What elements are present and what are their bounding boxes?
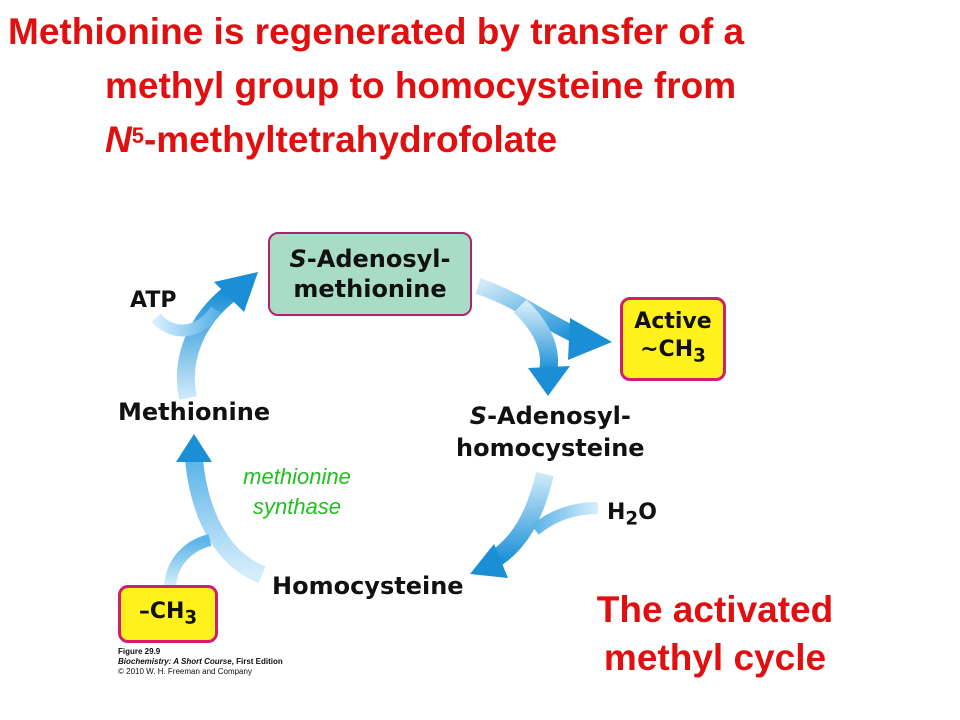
caption-edition: , First Edition [231,657,283,666]
caption-book-line: Biochemistry: A Short Course, First Edit… [118,657,283,667]
h2o-o: O [638,500,657,525]
methionine-label: Methionine [118,398,271,426]
active-ch-text: ~CH [640,336,694,362]
arrow-sam-to-sah [513,299,570,396]
ch3-box: –CH3 [118,585,218,643]
ch3-sub: 3 [184,607,198,629]
cycle-title: The activated methyl cycle [560,586,870,682]
title-n-italic: N [105,119,132,160]
arrow-atp-feed [151,306,221,337]
sam-line-1-rest: -Adenosyl- [306,245,451,273]
arrow-homocysteine-to-methionine [176,434,266,584]
h2o-label: H2O [607,500,657,529]
ch3-prefix: –CH [138,599,185,625]
sah-label: S-Adenosyl- homocysteine [456,400,645,464]
title-superscript: 5 [131,123,144,148]
active-sub: 3 [693,345,706,367]
cycle-title-line-1: The activated [596,589,834,630]
ch3-text: –CH3 [139,599,197,628]
arrow-h2o-feed [531,502,599,535]
arrow-methionine-to-sam [176,272,258,400]
arrow-ch3-feed [164,534,212,587]
title-line-3-rest: -methyltetrahydrofolate [143,119,558,160]
sam-line-1: S-Adenosyl- [290,244,451,274]
caption-copyright: © 2010 W. H. Freeman and Company [118,667,252,676]
atp-label: ATP [130,288,177,313]
active-line-2: ~CH3 [640,336,706,370]
title-line-3: N5-methyltetrahydrofolate [105,118,557,162]
h2o-h: H [607,500,626,525]
title-line-2: methyl group to homocysteine from [105,65,737,106]
sah-line-2: homocysteine [456,434,645,462]
sam-box: S-Adenosyl- methionine [268,232,472,316]
active-ch3-box: Active ~CH3 [620,297,726,381]
caption-figure: Figure 29.9 [118,647,161,656]
sam-line-2: methionine [293,275,447,303]
enzyme-label: methionine synthase [212,462,382,522]
caption-book: Biochemistry: A Short Course [118,657,232,666]
homocysteine-label: Homocysteine [272,572,464,600]
active-line-1: Active [634,308,712,334]
enzyme-line-1: methionine [243,464,351,489]
sah-line-1-rest: -Adenosyl- [487,402,631,430]
figure-caption: Figure 29.9 Biochemistry: A Short Course… [118,647,283,677]
sah-s-italic: S [469,402,488,430]
enzyme-line-2: synthase [252,494,342,519]
h2o-sub: 2 [625,508,639,530]
cycle-title-line-2: methyl cycle [603,637,827,678]
arrow-sah-to-homocysteine [470,471,554,578]
sam-s-italic: S [289,245,307,273]
sah-line-1: S-Adenosyl- [456,400,645,432]
title-line-1: Methionine is regenerated by transfer of… [8,11,745,52]
